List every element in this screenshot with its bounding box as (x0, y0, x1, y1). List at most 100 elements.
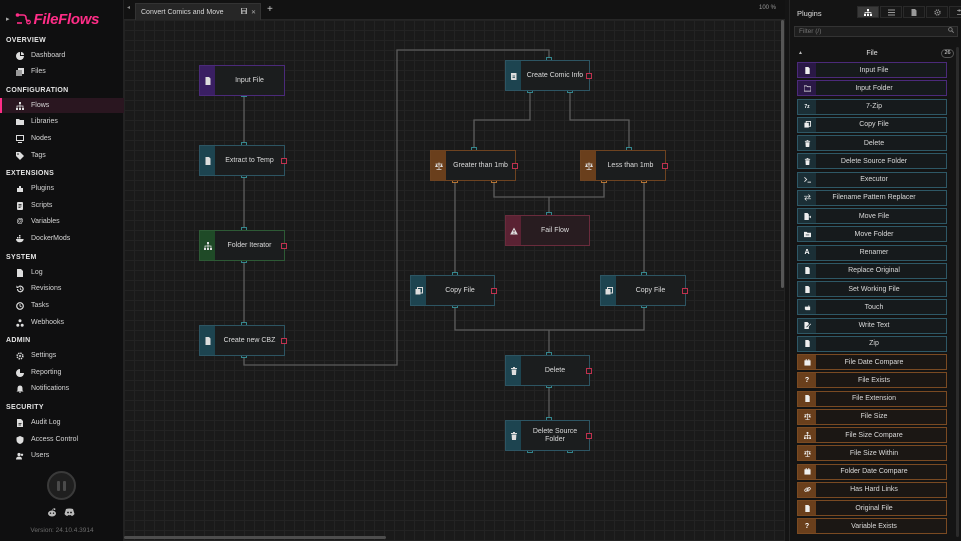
sidebar-item-tasks[interactable]: Tasks (0, 298, 124, 313)
tab-list[interactable] (880, 6, 902, 18)
plugins-scrollbar[interactable] (956, 47, 959, 537)
plugin-item[interactable]: Move File (797, 208, 947, 224)
sidebar-item-dashboard[interactable]: Dashboard (0, 48, 124, 63)
sidebar-item-notifications[interactable]: Notifications (0, 381, 124, 396)
sidebar-item-access-control[interactable]: Access Control (0, 432, 124, 447)
sidebar-item-settings[interactable]: Settings (0, 348, 124, 363)
zoom-level: 100 % (758, 5, 776, 11)
brand[interactable]: ▸ FileFlows (6, 9, 99, 29)
plugin-item[interactable]: Move Folder (797, 226, 947, 243)
reddit-icon[interactable] (47, 508, 57, 519)
plugin-item[interactable]: Delete (797, 135, 947, 151)
sidebar-item-users[interactable]: Users (0, 448, 124, 463)
plugin-filter-input[interactable] (794, 26, 958, 37)
canvas-horizontal-scrollbar[interactable] (124, 536, 386, 539)
tab-properties[interactable] (949, 6, 961, 18)
sidebar-item-reporting[interactable]: Reporting (0, 365, 124, 380)
failure-output-port[interactable] (281, 243, 287, 249)
flow-node-delete[interactable]: Delete (505, 355, 592, 386)
close-icon[interactable]: ✕ (250, 9, 256, 16)
plugin-item[interactable]: Delete Source Folder (797, 153, 947, 170)
flow-node-less-than-1mb[interactable]: Less than 1mb (580, 150, 668, 181)
failure-output-port[interactable] (682, 288, 688, 294)
plugin-item[interactable]: File Size (797, 408, 947, 425)
plugin-item[interactable]: Touch (797, 299, 947, 316)
plugin-item[interactable]: Copy File (797, 116, 947, 133)
plugin-item[interactable]: Filename Pattern Replacer (797, 189, 947, 206)
sidebar-item-tags[interactable]: Tags (0, 148, 124, 163)
plugin-item[interactable]: Replace Original (797, 262, 947, 279)
flow-node-delete-source-folder[interactable]: Delete Source Folder (505, 420, 592, 451)
flow-node-greater-than-1mb[interactable]: Greater than 1mb (430, 150, 518, 181)
sidebar-item-variables[interactable]: @ Variables (0, 214, 124, 229)
failure-output-port[interactable] (281, 158, 287, 164)
plugin-item[interactable]: Set Working File (797, 281, 947, 297)
hand-icon (798, 300, 816, 315)
flow-node-copy-file-right[interactable]: Copy File (600, 275, 688, 306)
warning-icon (506, 216, 521, 245)
tab-plugins[interactable] (857, 6, 879, 18)
plugin-item[interactable]: Write Text (797, 317, 947, 334)
canvas-vertical-scrollbar[interactable] (781, 20, 784, 288)
sidebar-item-plugins[interactable]: Plugins (0, 181, 124, 196)
sidebar-item-log[interactable]: Log (0, 265, 124, 280)
sidebar-item-scripts[interactable]: Scripts (0, 198, 124, 213)
plugin-item[interactable]: Input Folder (797, 80, 947, 97)
plugin-item[interactable]: File Date Compare (797, 354, 947, 370)
flow-node-extract-to-temp[interactable]: Extract to Temp (199, 145, 287, 176)
plugin-item[interactable]: Input File (797, 62, 947, 78)
chevron-left-icon[interactable]: ◂ (127, 5, 131, 11)
failure-output-port[interactable] (281, 338, 287, 344)
flow-node-create-comic-info[interactable]: Create Comic Info (505, 60, 592, 91)
flow-node-input-file[interactable]: Input File (199, 65, 285, 96)
plugin-item-label: File Size Compare (845, 431, 903, 439)
sidebar-item-webhooks[interactable]: Webhooks (0, 315, 124, 330)
users-icon (16, 452, 24, 460)
pause-button[interactable] (47, 471, 76, 500)
sidebar-item-dockermods[interactable]: DockerMods (0, 231, 124, 246)
plugin-item[interactable]: File Extension (797, 390, 947, 407)
plugin-item-label: Copy File (859, 121, 889, 129)
tab-convert-comics[interactable]: Convert Comics and Move ✕ (135, 3, 261, 20)
plugin-item-label: File Date Compare (844, 358, 904, 366)
failure-output-port[interactable] (491, 288, 497, 294)
failure-output-port[interactable] (586, 368, 592, 374)
sidebar-item-revisions[interactable]: Revisions (0, 281, 124, 296)
plugin-item[interactable]: Original File (797, 500, 947, 516)
failure-output-port[interactable] (586, 73, 592, 79)
failure-output-port[interactable] (662, 163, 668, 169)
flow-node-folder-iterator[interactable]: Folder Iterator (199, 230, 287, 261)
sidebar-item-label: Log (31, 269, 43, 276)
plugins-title: Plugins (797, 9, 822, 18)
plugin-group-file[interactable]: ▲ File 26 (794, 47, 958, 59)
plugin-item[interactable]: ?Variable Exists (797, 518, 947, 535)
sidebar-item-libraries[interactable]: Libraries (0, 114, 124, 129)
sidebar-item-flows[interactable]: Flows (0, 98, 124, 113)
plugin-item-label: Touch (864, 303, 884, 311)
plugin-item[interactable]: File Size Within (797, 445, 947, 462)
plugin-item[interactable]: Folder Date Compare (797, 463, 947, 480)
plugin-item[interactable]: Executor (797, 171, 947, 188)
failure-output-port[interactable] (586, 433, 592, 439)
flow-node-create-new-cbz[interactable]: Create new CBZ (199, 325, 287, 356)
sidebar-item-nodes[interactable]: Nodes (0, 131, 124, 146)
discord-icon[interactable] (64, 508, 75, 519)
plugin-item[interactable]: Zip (797, 335, 947, 352)
tab-bar: ◂ Convert Comics and Move ✕ + 100 % (124, 0, 785, 20)
failure-output-port[interactable] (512, 163, 518, 169)
sidebar-item-files[interactable]: Files (0, 64, 124, 79)
plugin-item[interactable]: File Size Compare (797, 427, 947, 443)
sidebar-item-audit-log[interactable]: Audit Log (0, 415, 124, 430)
flow-node-fail-flow[interactable]: Fail Flow (505, 215, 590, 246)
plugin-item[interactable]: ?File Exists (797, 372, 947, 389)
add-tab-button[interactable]: + (267, 4, 273, 15)
plugin-item[interactable]: Has Hard Links (797, 481, 947, 498)
question-icon: ? (798, 519, 816, 534)
chevron-right-icon[interactable]: ▸ (6, 16, 10, 23)
save-icon[interactable] (240, 8, 247, 16)
tab-settings[interactable] (926, 6, 948, 18)
flow-node-copy-file-left[interactable]: Copy File (410, 275, 497, 306)
tab-file[interactable] (903, 6, 925, 18)
